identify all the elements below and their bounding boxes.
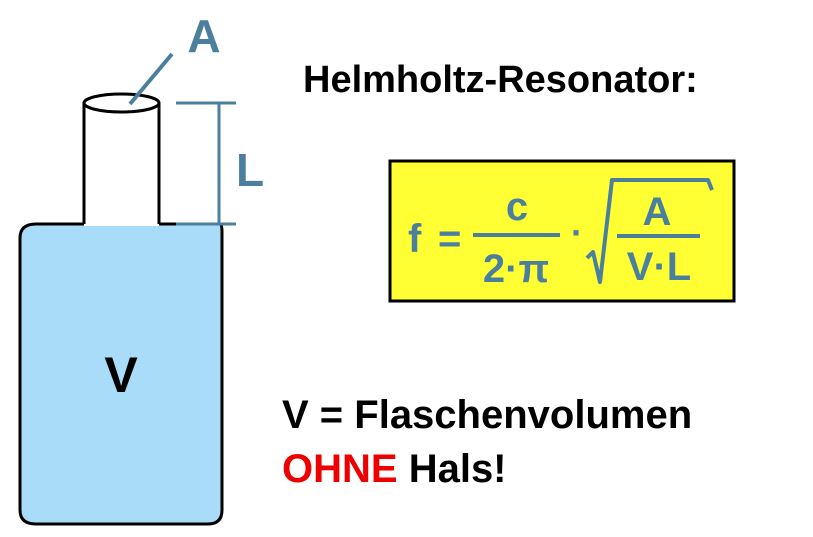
formula-root-numerator: A: [643, 190, 672, 234]
volume-label: V: [104, 347, 138, 403]
neck-opening: [82, 92, 161, 114]
formula-box: [388, 159, 736, 303]
formula-lhs: f: [408, 217, 422, 261]
formula-numerator: c: [506, 185, 528, 229]
note-hals: Hals!: [398, 447, 507, 491]
bottle-body: [18, 222, 224, 526]
length-label: L: [236, 144, 264, 196]
area-pointer-line: [128, 52, 174, 106]
note-ohne-red: OHNE: [282, 447, 398, 491]
formula-equals: =: [438, 217, 461, 261]
formula-root-denominator: V·L: [627, 245, 691, 289]
formula-denominator: 2·π: [483, 247, 549, 291]
square-root-sign: [585, 178, 714, 284]
area-label: A: [187, 10, 220, 62]
formula-multiply-dot: ·: [571, 212, 583, 253]
bottle-neck: [84, 103, 159, 226]
note-line-2: OHNE Hals!: [282, 447, 507, 491]
page-title: Helmholtz-Resonator:: [303, 59, 698, 101]
note-line-1: V = Flaschenvolumen: [282, 393, 692, 437]
